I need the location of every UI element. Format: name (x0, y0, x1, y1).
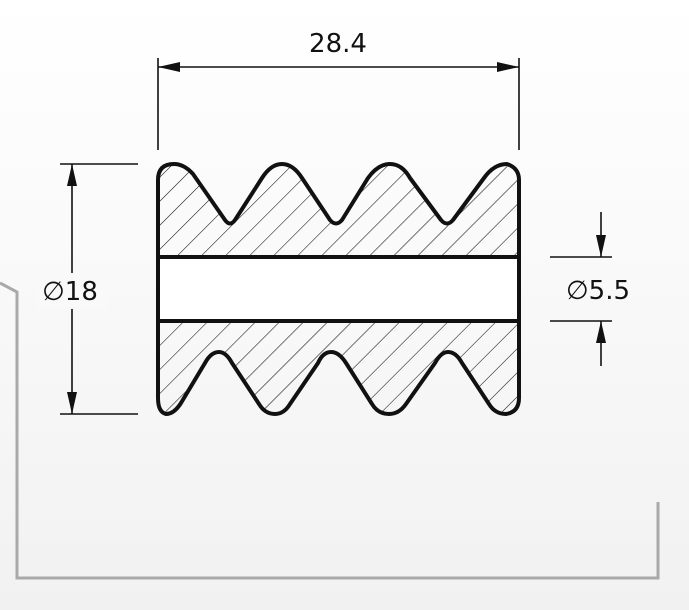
bore-arrow-up-icon (596, 321, 606, 343)
length-dimension-label: 28.4 (309, 29, 367, 59)
bore-diameter-label: ∅5.5 (566, 276, 630, 306)
sheet-frame (0, 281, 660, 580)
arrow-up-icon (67, 164, 77, 186)
arrow-left-icon (158, 62, 180, 72)
arrow-right-icon (497, 62, 519, 72)
bore-arrow-down-icon (596, 235, 606, 257)
diameter-label-mask (36, 273, 108, 309)
upper-wall-section (156, 162, 521, 259)
outer-diameter-label: ∅18 (42, 277, 98, 307)
arrow-down-icon (67, 392, 77, 414)
lower-wall-section (156, 319, 521, 416)
bore-channel (156, 255, 521, 323)
